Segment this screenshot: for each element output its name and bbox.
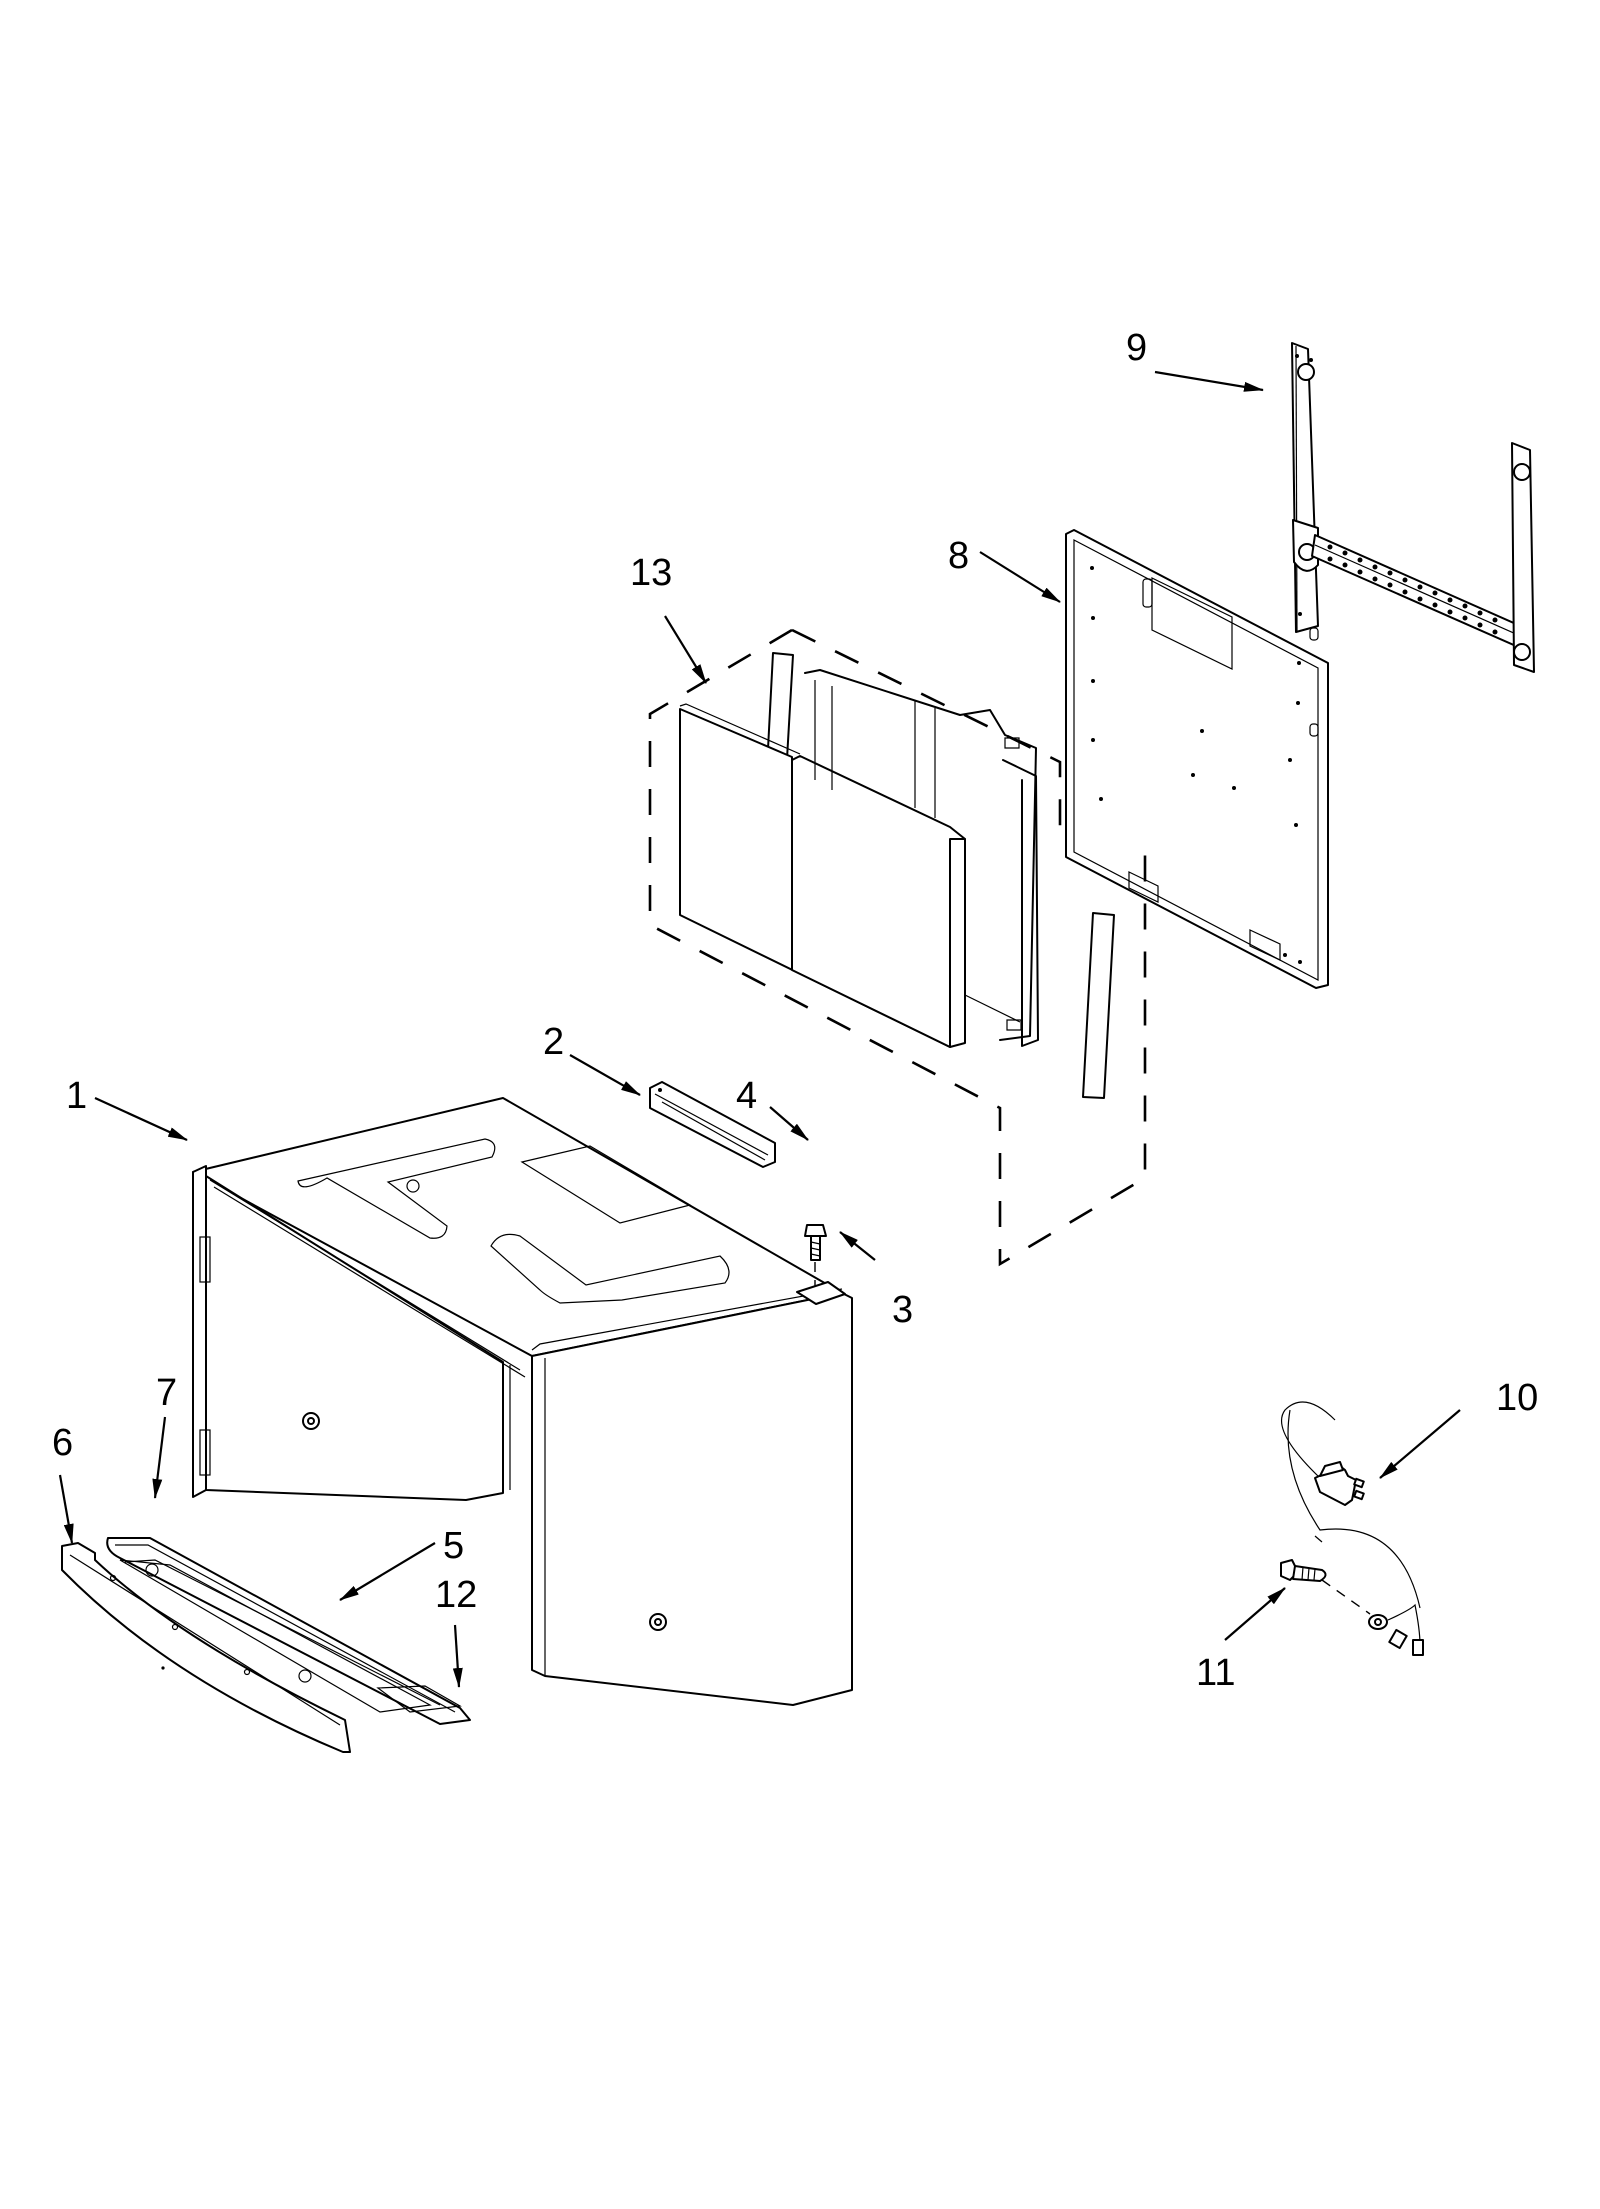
rail-holes xyxy=(1327,544,1498,635)
plate-holes xyxy=(1090,566,1302,964)
bottom-vent-grille[interactable] xyxy=(106,1537,471,1725)
callout-2: 2 xyxy=(543,1021,564,1063)
callout-6: 6 xyxy=(52,1422,73,1464)
callout-4: 4 xyxy=(736,1075,757,1117)
filter-tab[interactable] xyxy=(376,1685,462,1713)
power-cord-plug[interactable] xyxy=(1281,1401,1424,1656)
wall-mounting-bracket[interactable] xyxy=(1291,342,1535,673)
callout-3: 3 xyxy=(892,1289,913,1331)
screw[interactable] xyxy=(804,1224,827,1290)
front-trim-strip[interactable] xyxy=(61,1542,351,1753)
callout-12: 12 xyxy=(435,1574,477,1616)
bottom-plate-tray[interactable] xyxy=(124,1559,441,1706)
callout-5: 5 xyxy=(443,1525,464,1567)
callout-1: 1 xyxy=(66,1075,87,1117)
damper-duct-assembly[interactable] xyxy=(648,628,1147,1267)
mounting-plate[interactable] xyxy=(1065,529,1329,989)
callout-7: 7 xyxy=(156,1372,177,1414)
callout-labels: 9 8 13 2 1 4 3 10 11 7 6 5 12 xyxy=(52,327,1538,1694)
ground-screw[interactable] xyxy=(1280,1559,1371,1615)
top-bracket[interactable] xyxy=(649,1081,776,1168)
cabinet-wrapper[interactable] xyxy=(192,1097,853,1706)
callout-arrows xyxy=(58,370,1461,1688)
callout-10: 10 xyxy=(1496,1377,1538,1419)
callout-13: 13 xyxy=(630,552,672,594)
clip[interactable] xyxy=(796,1281,846,1305)
callout-8: 8 xyxy=(948,535,969,577)
callout-11: 11 xyxy=(1196,1652,1235,1694)
callout-9: 9 xyxy=(1126,327,1147,369)
